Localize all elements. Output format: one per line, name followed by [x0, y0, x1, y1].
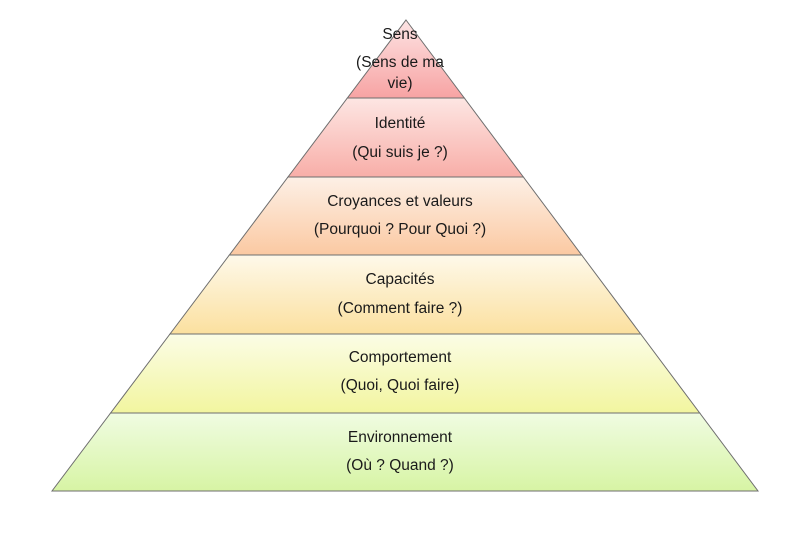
pyramid-layer-5 — [109, 333, 701, 414]
layer-subtitle: (Quoi, Quoi faire) — [340, 377, 460, 394]
layer-subtitle: (Où ? Quand ?) — [346, 457, 454, 474]
layer-subtitle: (Sens de ma — [356, 54, 444, 71]
pyramid-layer-6 — [50, 412, 759, 492]
layer-title: Environnement — [347, 429, 453, 446]
layer-subtitle: (Comment faire ?) — [337, 300, 463, 317]
layer-title: Sens — [382, 26, 418, 43]
layer-title: Comportement — [348, 349, 452, 366]
pyramid-layer-3 — [228, 176, 583, 256]
layer-subtitle: (Pourquoi ? Pour Quoi ?) — [313, 221, 487, 238]
pyramid-layer-4 — [168, 254, 642, 335]
layer-subtitle: (Qui suis je ?) — [352, 144, 448, 161]
layer-subtitle-cont: vie) — [387, 75, 413, 92]
layer-title: Croyances et valeurs — [327, 193, 473, 210]
layer-title: Identité — [374, 115, 426, 132]
pyramid-layer-2 — [286, 97, 525, 178]
layer-title: Capacités — [365, 271, 435, 288]
